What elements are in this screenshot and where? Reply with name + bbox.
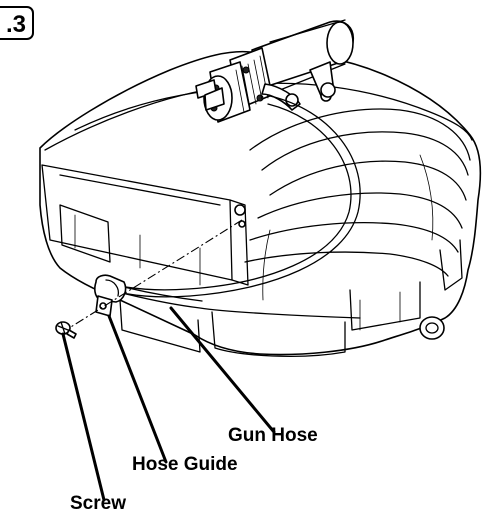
figure-number: 3: [12, 11, 26, 38]
hose-guide: [94, 274, 127, 317]
gun-hose: [117, 95, 361, 319]
screw-leader: [61, 332, 106, 502]
screw-label: Screw: [70, 493, 126, 514]
pump-motor: [195, 19, 355, 123]
screw: [55, 321, 77, 339]
gun-hose-leader: [169, 306, 276, 434]
hose-guide-label: Hose Guide: [132, 454, 238, 475]
figure-number-badge: .3: [0, 6, 34, 40]
install-centerline: [65, 219, 243, 331]
hose-guide-leader: [107, 314, 168, 464]
tank-body: [39, 50, 482, 357]
gun-hose-label: Gun Hose: [228, 425, 318, 446]
